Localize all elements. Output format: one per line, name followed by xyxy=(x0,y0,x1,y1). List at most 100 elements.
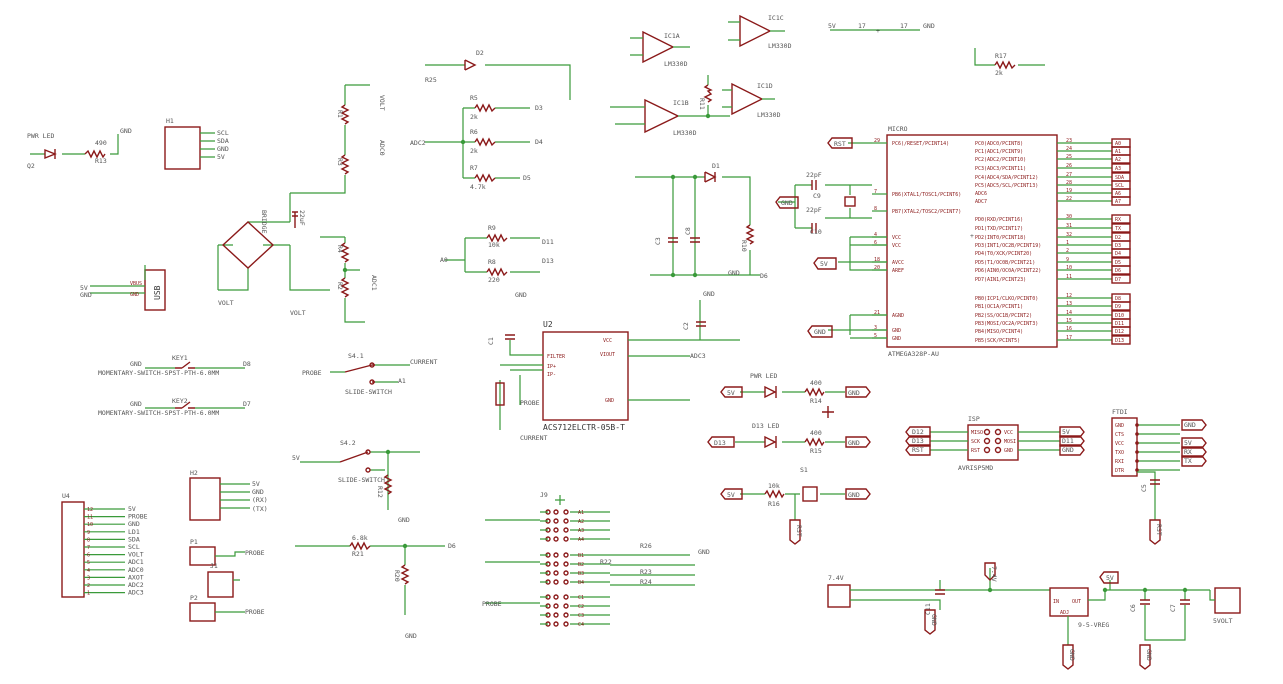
h1-pin2: SDA xyxy=(217,137,229,145)
u2-name: U2 xyxy=(543,320,553,329)
c2-label: C2 xyxy=(682,322,690,330)
c2-gnd: GND xyxy=(703,290,715,298)
c3-label: C3 xyxy=(654,237,662,245)
j9-pin: C4 xyxy=(578,622,584,628)
r20-gnd: GND xyxy=(405,632,417,640)
micro-left-pin-num: 3 xyxy=(874,325,877,331)
u4-net: AXOT xyxy=(128,573,144,581)
r5-label: R5 xyxy=(470,94,478,102)
crystal-section: GND RST 22pF C9 22pF C10 xyxy=(775,137,872,236)
micro-right-pin-num: 13 xyxy=(1066,301,1072,307)
current-sensor-u2: U2 ACS712ELCTR-05B-T FILTER IP+ IP- VCC … xyxy=(487,290,740,442)
r20-label: R20 xyxy=(393,570,401,582)
r7-label: R7 xyxy=(470,164,478,172)
micro-right-pin-num: 19 xyxy=(1066,188,1072,194)
p1-probe: PROBE xyxy=(245,549,265,557)
micro-right-pin: PC1(ADC1/PCINT9) xyxy=(975,149,1023,155)
reg-adj: ADJ xyxy=(1060,610,1069,616)
led1-name: PWR LED xyxy=(750,372,777,380)
micro-right-pin-num: 25 xyxy=(1066,154,1072,160)
c11-gnd: GND xyxy=(930,614,938,626)
h2-rx: (RX) xyxy=(252,496,268,504)
vin-name: 7.4V xyxy=(828,574,844,582)
micro-left-pin: PB6(XTAL1/TOSC1/PCINT6) xyxy=(892,192,961,198)
micro-right-pin: PD7(AIN1/PCINT23) xyxy=(975,277,1026,283)
ftdi-rst-tag: RST xyxy=(1155,524,1163,536)
vin-tag: 7.4V xyxy=(990,566,998,582)
r2-r4-divider: R4 R2 ADC1 xyxy=(320,236,378,323)
key2-value: MOMENTARY-SWITCH-SPST-PTH-6.0MM xyxy=(98,409,219,417)
svg-text:12: 12 xyxy=(87,507,93,513)
r21-d6: D6 xyxy=(448,542,456,550)
isp-right-pin: MOSI xyxy=(1004,439,1016,445)
u4-name: U4 xyxy=(62,492,70,500)
micro-net-tag: D12 xyxy=(1115,329,1124,335)
d2-label: D2 xyxy=(476,49,484,57)
micro-net-tag: A2 xyxy=(1115,157,1121,163)
c9-label: C9 xyxy=(813,192,821,200)
p1-name: P1 xyxy=(190,538,198,546)
micro-right-pin: PB1(OC1A/PCINT1) xyxy=(975,304,1023,310)
micro-right-pin: ADC6 xyxy=(975,191,987,197)
r5-r7-section: R25 D2 R5 2k R6 2k R7 4.7k D3 D4 D5 ADC2 xyxy=(410,49,571,191)
micro-left-pin: AREF xyxy=(892,268,904,274)
c8-gnd: GND xyxy=(728,269,740,277)
h1-pin4: 5V xyxy=(217,153,225,161)
adc1-label: ADC1 xyxy=(370,275,378,291)
u2-pin-ipminus: IP- xyxy=(547,372,556,378)
ic1c-name: IC1C xyxy=(768,14,784,22)
micro-right-pin: PB3(MOSI/OC2A/PCINT3) xyxy=(975,321,1038,327)
r5-value: 2k xyxy=(470,113,478,121)
d3-net: D3 xyxy=(535,104,543,112)
u4-net: SCL xyxy=(128,543,140,551)
micro-net-tag: D10 xyxy=(1115,313,1124,319)
c11-label: C11 xyxy=(924,603,932,615)
micro-net-tag: D11 xyxy=(1115,321,1124,327)
svg-text:4: 4 xyxy=(87,568,90,574)
micro-right-pin-num: 30 xyxy=(1066,214,1072,220)
micro-right-pin-num: 15 xyxy=(1066,318,1072,324)
header-h1: H1 SCL SDA GND 5V xyxy=(164,117,229,170)
key1-gnd: GND xyxy=(130,360,142,368)
r16-label: R16 xyxy=(768,500,780,508)
micro-right-pin-num: 11 xyxy=(1066,274,1072,280)
micro-left-pin-num: 6 xyxy=(874,240,877,246)
r20-r21-section: 6.8k R21 R20 D6 GND xyxy=(295,534,456,640)
micro-value: ATMEGA328P-AU xyxy=(888,350,939,358)
micro-right-pin: PB4(MISO/PCINT4) xyxy=(975,329,1023,335)
micro-name: MICRO xyxy=(888,125,908,133)
s1-gnd-tag: GND xyxy=(848,491,860,499)
cap-gnd: GND xyxy=(1145,649,1153,661)
p2-name: P2 xyxy=(190,594,198,602)
led1-5v-tag: 5V xyxy=(727,389,735,397)
isp-left-net: RST xyxy=(912,446,924,454)
micro-net-tag: A1 xyxy=(1115,149,1121,155)
reg-5v-tag: 5V xyxy=(1106,574,1114,582)
probe-net-u2: PROBE xyxy=(520,399,540,407)
micro-right-pin: PC5(ADC5/SCL/PCINT13) xyxy=(975,183,1038,189)
micro-right-pin: PB5(SCK/PCINT5) xyxy=(975,338,1020,344)
micro-net-tag: A3 xyxy=(1115,166,1121,172)
key2-d7: D7 xyxy=(243,400,251,408)
ftdi-net: TX xyxy=(1184,457,1192,465)
j9-pin: C3 xyxy=(578,613,584,619)
u4-net: SDA xyxy=(128,535,140,543)
reg-gnd: GND xyxy=(1068,649,1076,661)
r4-label: R4 xyxy=(336,245,344,253)
s42-value: SLIDE-SWITCH xyxy=(338,476,385,484)
slide-switches: S4.1 SLIDE-SWITCH PROBE CURRENT A1 S4.2 … xyxy=(292,352,437,524)
s1-name: S1 xyxy=(800,466,808,474)
micro-right-pin-num: 22 xyxy=(1066,196,1072,202)
micro-net-tag: SDA xyxy=(1115,175,1124,181)
isp-left-net: D13 xyxy=(912,437,924,445)
micro-net-tag: A6 xyxy=(1115,191,1121,197)
r26-label: R26 xyxy=(640,542,652,550)
isp-left-pin: MISO xyxy=(971,430,983,436)
micro-left-pin: VCC xyxy=(892,243,901,249)
micro-left-pin: AVCC xyxy=(892,260,904,266)
usb-vbus: VBUS xyxy=(130,281,142,287)
r10-label: R10 xyxy=(740,240,748,252)
